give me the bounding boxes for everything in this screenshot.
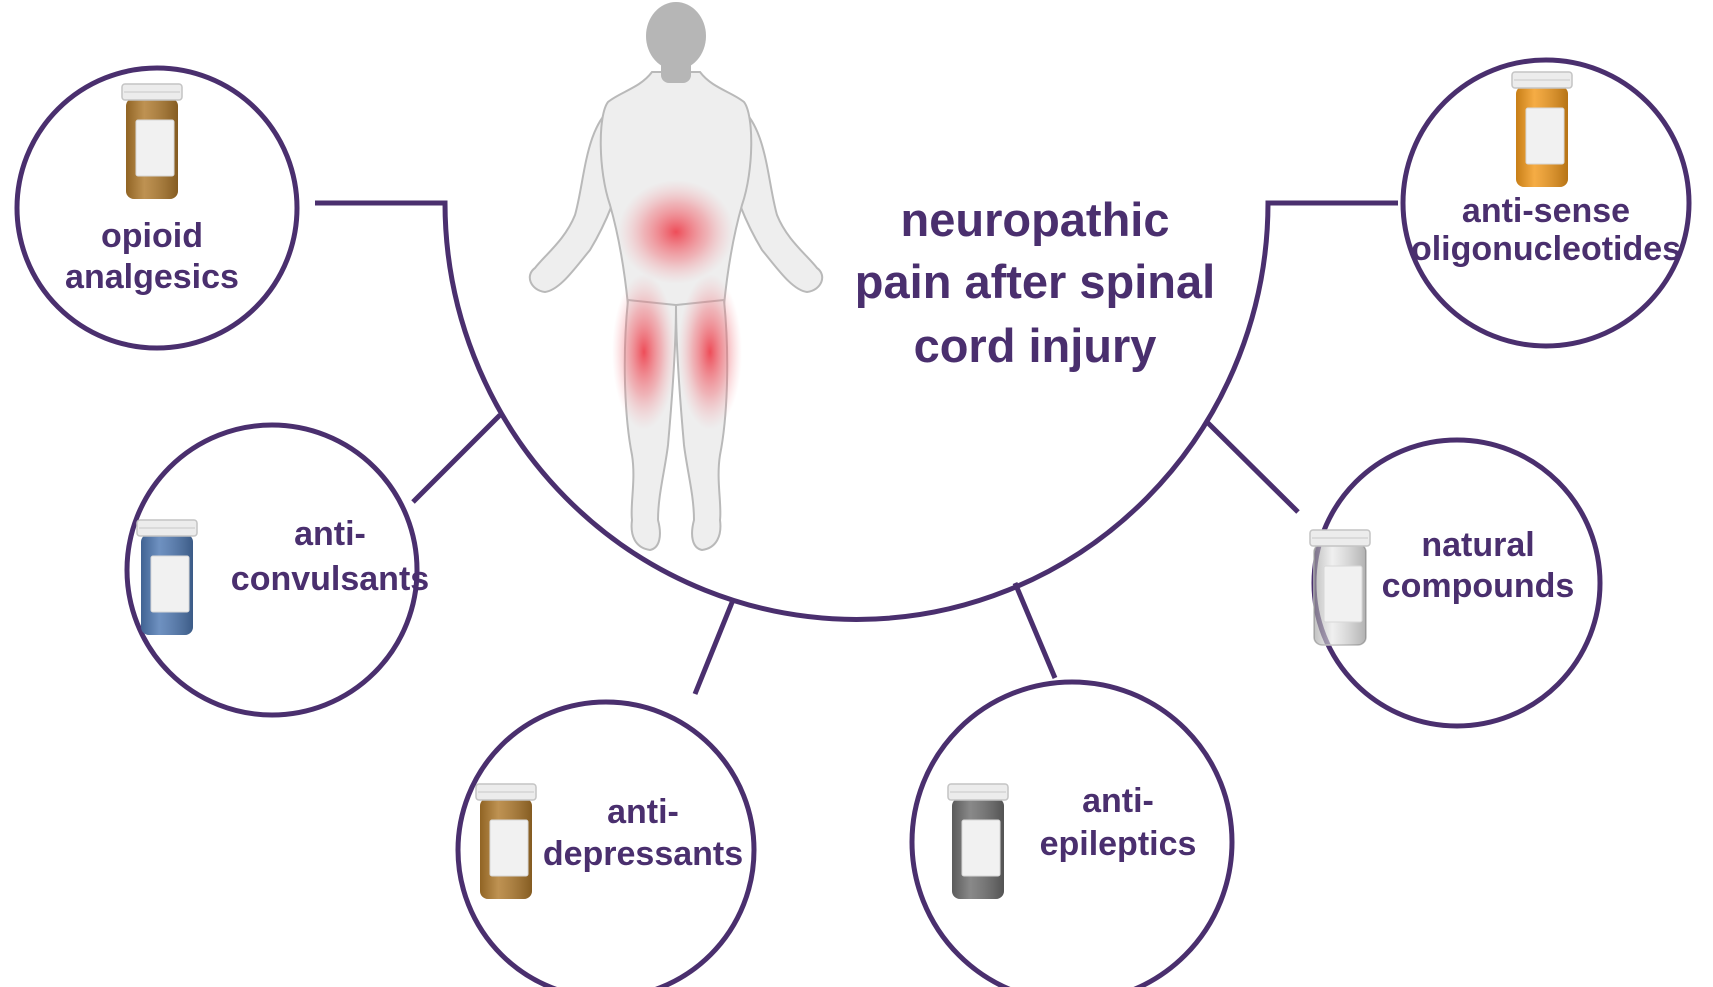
amber-pill-bottle-icon [475, 783, 537, 899]
node-circle-anticonvulsants [124, 422, 420, 718]
amber-pill-bottle-icon [121, 83, 183, 199]
node-label-antisense-line1: anti-sense [1462, 192, 1630, 230]
pain-zone-right-thigh [678, 274, 742, 430]
node-label-natural-line2: compounds [1382, 567, 1575, 605]
clear-pill-bottle-icon [1309, 529, 1371, 646]
node-anticonvulsants: anti-convulsants [124, 422, 429, 718]
blue-pill-bottle-icon [136, 519, 198, 635]
title-line-1: neuropathic [901, 193, 1170, 246]
node-label-antiepileptics-line1: anti- [1082, 782, 1154, 820]
node-label-opioid-line1: opioid [101, 217, 203, 255]
node-circle-antidepressants [455, 699, 757, 987]
drug-class-nodes: opioidanalgesicsanti-convulsantsanti-dep… [14, 57, 1692, 987]
central-arc [315, 200, 1398, 623]
node-label-antiepileptics-line2: epileptics [1040, 825, 1197, 863]
pain-zone-lower-back [618, 180, 734, 284]
node-label-natural-line1: natural [1421, 526, 1534, 564]
gray-pill-bottle-icon [947, 783, 1009, 899]
central-title: neuropathic pain after spinal cord injur… [855, 193, 1215, 372]
connector-natural [1205, 420, 1300, 514]
orange-pill-bottle-icon [1511, 71, 1573, 187]
node-circle-opioid [14, 65, 300, 351]
node-label-antidepressants-line1: anti- [607, 793, 679, 831]
head [646, 2, 706, 70]
node-circle-antiepileptics [909, 679, 1235, 987]
pain-zone-left-thigh [612, 274, 676, 430]
node-label-antisense-line2: oligonucleotides [1411, 230, 1681, 268]
connector-antidepressants [692, 599, 736, 695]
connector-antiepileptics [1012, 582, 1058, 679]
title-line-2: pain after spinal [855, 255, 1215, 308]
connector-anticonvulsants [411, 413, 502, 504]
node-antiepileptics: anti-epileptics [909, 679, 1235, 987]
node-label-anticonvulsants-line1: anti- [294, 515, 366, 553]
node-label-opioid-line2: analgesics [65, 258, 239, 296]
node-label-antidepressants-line2: depressants [543, 835, 743, 873]
node-label-anticonvulsants-line2: convulsants [231, 560, 429, 598]
human-body-figure [528, 2, 824, 552]
title-line-3: cord injury [914, 319, 1157, 372]
node-circle-antisense [1400, 57, 1692, 349]
node-antidepressants: anti-depressants [455, 699, 757, 987]
